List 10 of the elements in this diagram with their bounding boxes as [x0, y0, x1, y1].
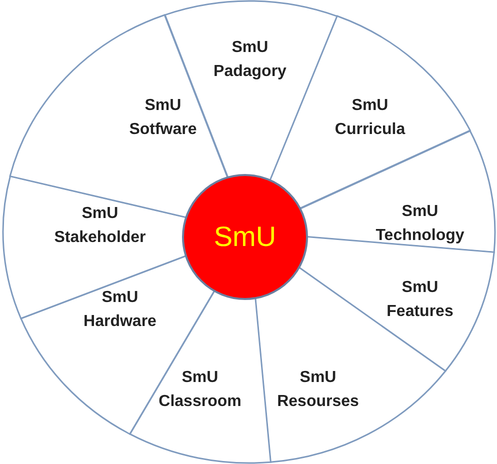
- sector-label: SmU Stakeholder: [54, 204, 146, 248]
- sector-label: SmU Padagory: [214, 38, 286, 82]
- sector-label: SmU Curricula: [334, 96, 406, 140]
- sector-label: SmU Resourses: [277, 368, 359, 412]
- sector-label: SmU Features: [386, 278, 454, 322]
- sector-label: SmU Classroom: [158, 368, 242, 412]
- hub-label: SmU: [214, 221, 276, 253]
- sector-label: SmU Technology: [376, 202, 464, 246]
- sector-label: SmU Hardware: [84, 288, 156, 332]
- sector-label: SmU Sotfware: [129, 96, 197, 140]
